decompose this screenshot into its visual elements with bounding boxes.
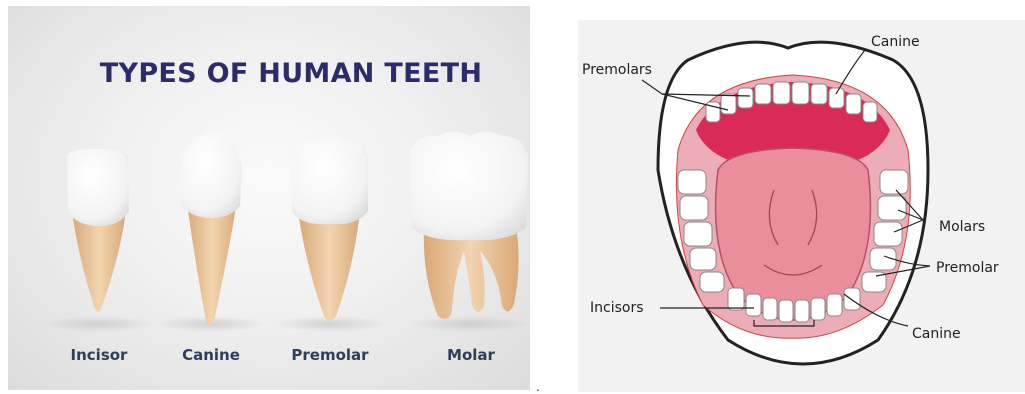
premolar-bottom-label: Premolar (936, 260, 999, 276)
premolars-top-label: Premolars (582, 62, 652, 78)
diagram-title: TYPES OF HUMAN TEETH (8, 58, 530, 89)
molars-label: Molars (939, 219, 985, 235)
canine-label: Canine (156, 346, 266, 364)
teeth-types-panel: TYPES OF HUMAN TEETH Incisor Canine Prem… (8, 6, 530, 390)
molar-label: Molar (416, 346, 526, 364)
canine-top-label: Canine (871, 34, 920, 50)
premolar-tooth-icon (291, 137, 368, 322)
canine-tooth-icon (180, 131, 242, 326)
molar-tooth-icon (410, 132, 528, 319)
canine-bottom-label: Canine (912, 326, 961, 342)
incisors-label: Incisors (590, 300, 644, 316)
incisor-label: Incisor (44, 346, 154, 364)
incisor-tooth-icon (67, 149, 129, 312)
premolar-label: Premolar (275, 346, 385, 364)
mouth-diagram-panel: Canine Premolars Molars Premolar Incisor… (578, 20, 1025, 392)
